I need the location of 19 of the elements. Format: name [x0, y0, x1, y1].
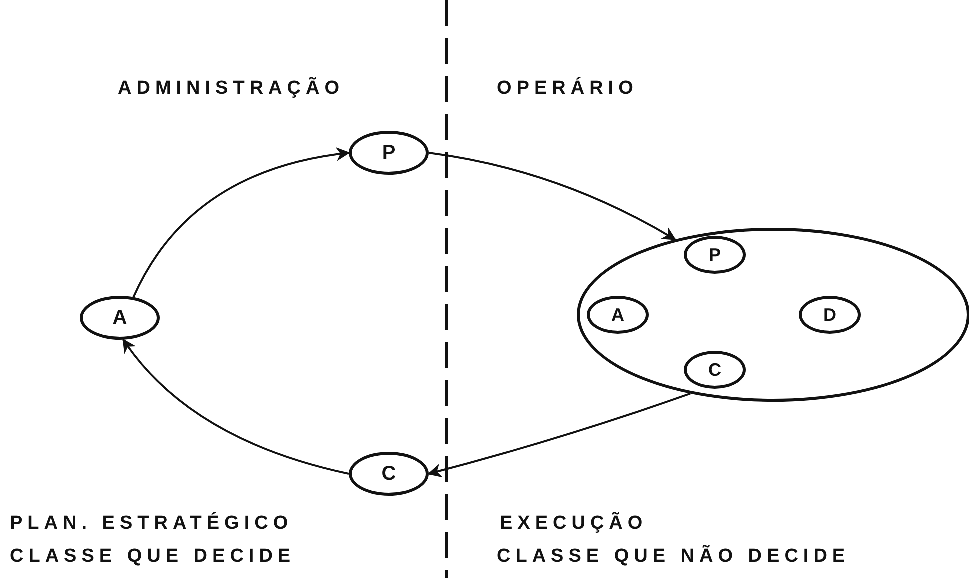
letter-circle [587, 296, 649, 334]
side-label: CLASSE QUE DECIDE [10, 546, 296, 568]
node-letter: P [708, 244, 721, 266]
node-letter: C [708, 360, 722, 380]
side-label: EXECUÇÃO [500, 513, 648, 535]
node-letter: P [382, 142, 396, 164]
side-label: ADMINISTRAÇÃO [118, 78, 344, 100]
curved-arrow [122, 338, 350, 475]
node-letter: D [824, 304, 836, 326]
side-label: CLASSE QUE NÃO DECIDE [497, 546, 850, 568]
node-letter: A [112, 306, 128, 330]
curved-arrow [132, 148, 350, 298]
curved-arrow [428, 152, 676, 241]
side-label: OPERÁRIO [497, 78, 638, 100]
letter-circle [684, 236, 746, 274]
curved-arrow [428, 392, 691, 478]
node-letter: A [612, 304, 624, 326]
node-letter: C [382, 462, 396, 486]
side-label: PLAN. ESTRATÉGICO [10, 513, 294, 535]
